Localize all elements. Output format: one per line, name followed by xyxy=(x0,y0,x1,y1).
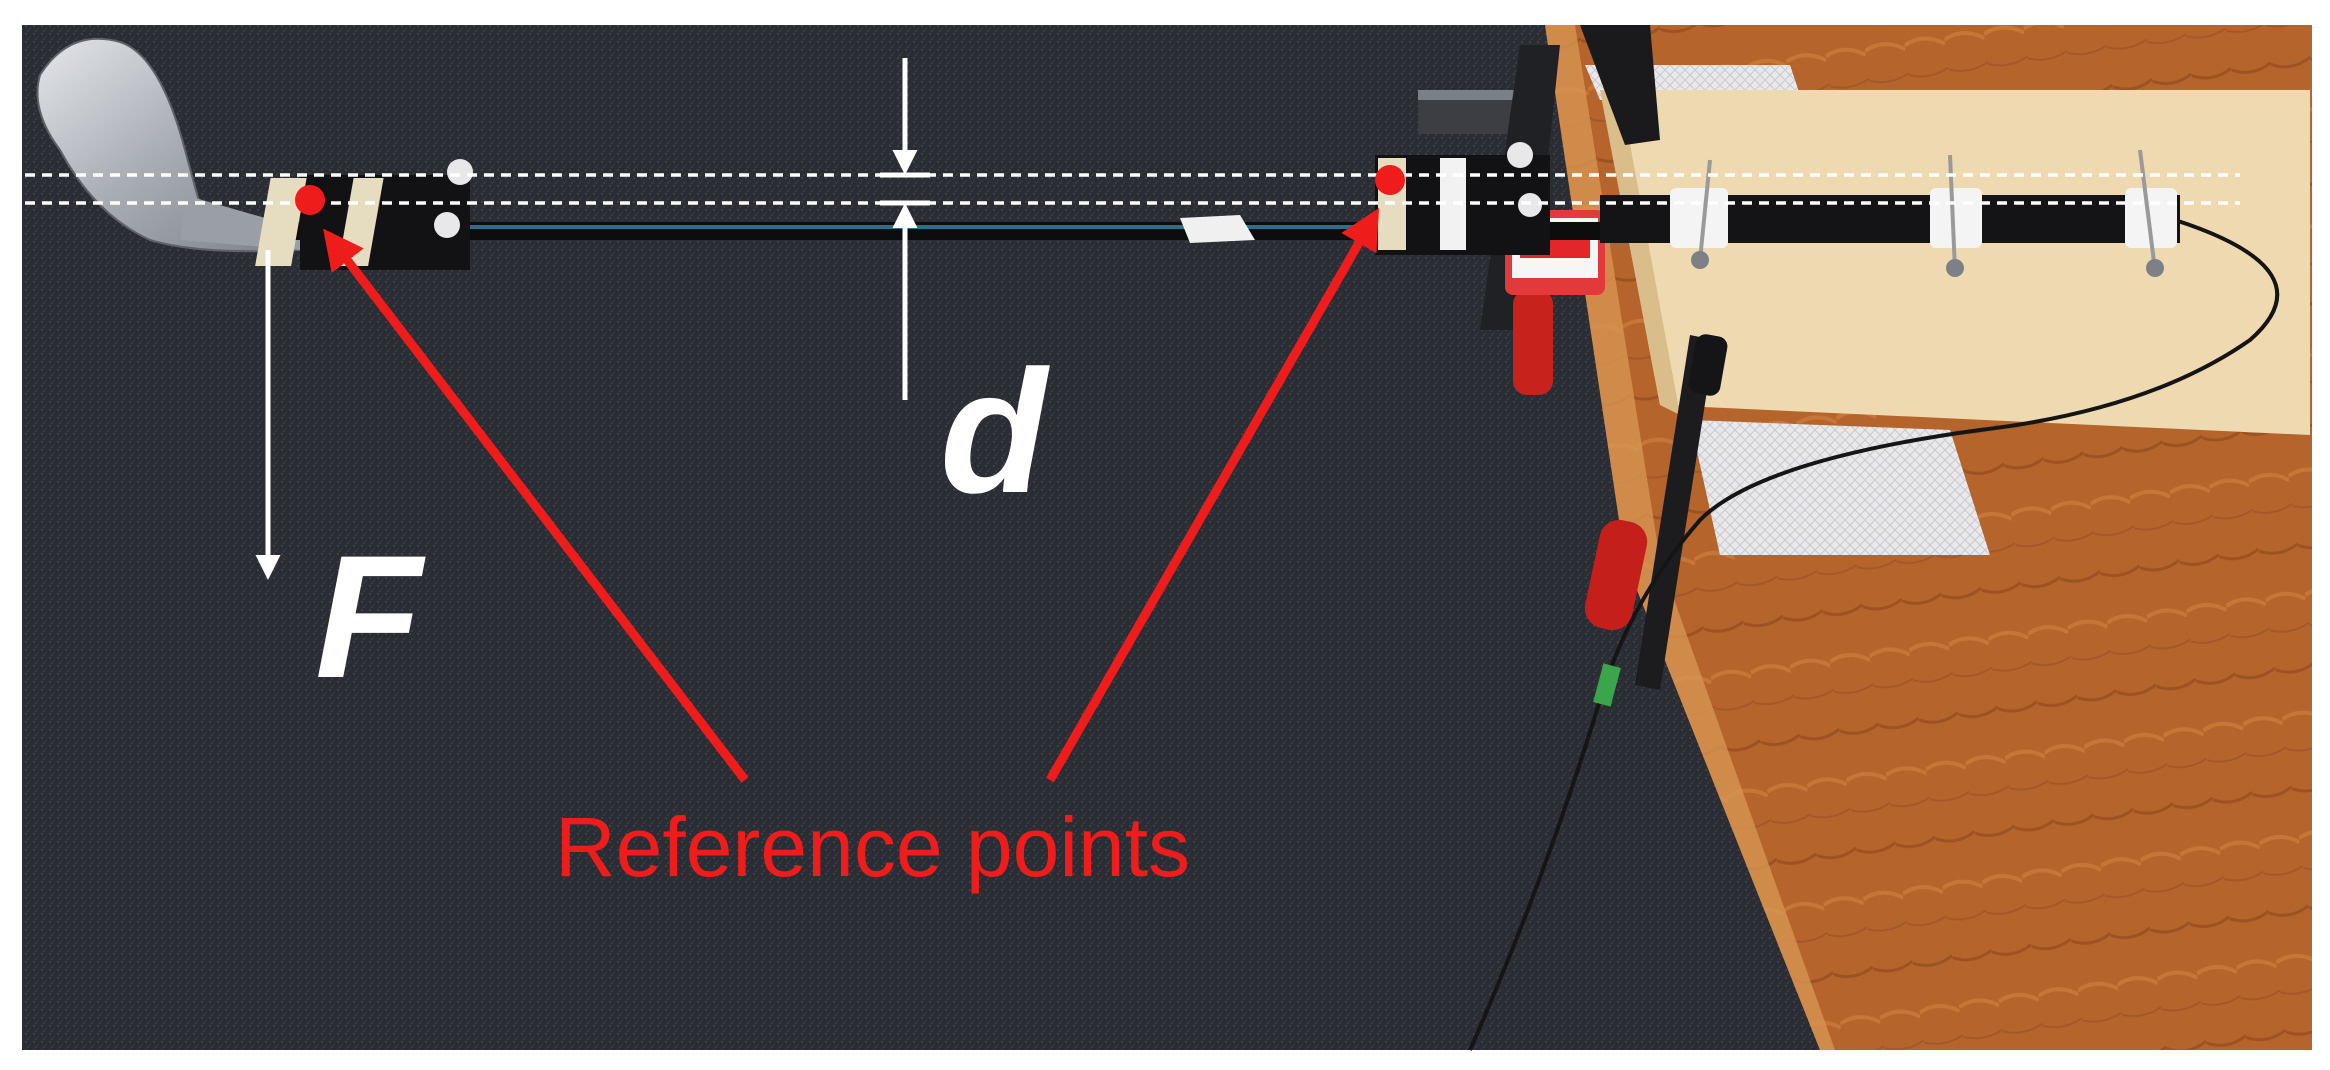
lower-clamp-arm xyxy=(1635,335,1715,690)
nut-2 xyxy=(1946,259,1964,277)
left-marker-ball-2 xyxy=(434,212,460,238)
bolt-3 xyxy=(2138,149,2157,271)
reference-point-left xyxy=(295,185,325,215)
nut-1 xyxy=(1691,251,1709,269)
table-edge xyxy=(1545,25,1835,1050)
left-marker-tape-1 xyxy=(255,178,307,266)
pine-board-side xyxy=(1600,90,1680,415)
reference-point-right xyxy=(1375,165,1405,195)
board-bolts xyxy=(1691,149,2164,277)
right-marker-ball-1 xyxy=(1507,142,1533,168)
lower-clamp-handle xyxy=(1584,519,1648,631)
red-clamp-handle xyxy=(1513,290,1553,395)
felt-pad-lower xyxy=(1690,420,1990,555)
deflection-label: d xyxy=(940,335,1047,530)
force-label: F xyxy=(315,520,422,715)
clamp-handle-top xyxy=(1580,25,1660,145)
green-connector xyxy=(1593,663,1621,707)
nut-3 xyxy=(2146,259,2164,277)
reference-points-label: Reference points xyxy=(555,800,1191,894)
lower-clamp-grip xyxy=(1688,334,1728,396)
left-marker-ball-1 xyxy=(447,159,473,185)
grip-band-2 xyxy=(1930,188,1982,248)
right-marker-ball-2 xyxy=(1518,193,1542,217)
pointer-arrow-left xyxy=(323,228,749,783)
tape-scrap xyxy=(1180,215,1255,243)
club-shaft-highlight xyxy=(460,225,1390,229)
sensor-cable xyxy=(1468,218,2280,1051)
metal-bracket-top xyxy=(1418,90,1538,100)
pointer-arrow-right xyxy=(1046,207,1380,783)
grip-band-1 xyxy=(1670,188,1728,248)
